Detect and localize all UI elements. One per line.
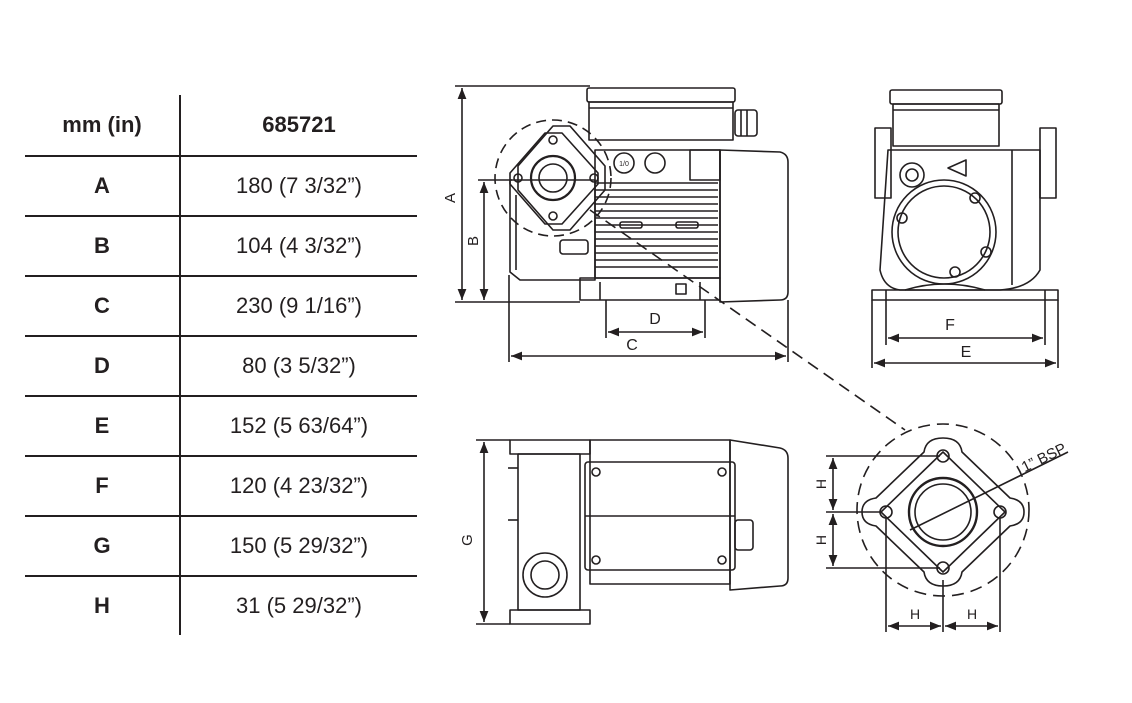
dim-label-b: B [465,236,482,246]
header-model-number: 685721 [180,95,417,157]
dimension-letter: E [25,396,181,457]
flange-detail: 1” BSP H H H H [813,423,1069,632]
dim-label-h-right: H [967,606,977,622]
dimension-letter: H [25,576,181,635]
cooling-fins [595,182,718,268]
dim-label-h-upper: H [813,479,829,489]
dimension-value: 152 (5 63/64”) [180,396,417,457]
front-view: F E [871,89,1059,368]
dim-label-a: A [442,193,459,203]
dimension-value: 31 (5 29/32”) [236,593,362,618]
dimension-value: 80 (3 5/32”) [180,336,417,397]
table-header-row: mm (in) 685721 [25,95,417,157]
dimension-value: 104 (4 3/32”) [180,216,417,277]
side-view: 1/0 A B D C [442,85,906,431]
dim-label-h-lower: H [813,535,829,545]
dimension-value: 120 (4 23/32”) [180,456,417,517]
reset-switch-icon [644,152,666,174]
dim-label-e: E [961,344,972,361]
power-switch-label: 1/0 [619,161,629,168]
dim-label-f: F [945,317,955,334]
dimension-letter: D [25,336,181,397]
thread-callout: 1” BSP [1019,440,1069,476]
dimension-letter: G [25,516,181,577]
dimension-letter: F [25,456,181,517]
table-row: H 31 (5 29/32”) [25,576,417,635]
dim-label-h-left: H [910,606,920,622]
power-switch-icon [613,152,635,174]
dimension-value: 230 (9 1/16”) [180,276,417,337]
dim-label-g: G [459,534,476,546]
dimension-value: 150 (5 29/32”) [180,516,417,577]
flange-detail-circle [494,119,612,237]
top-view: G [459,439,789,625]
header-unit-label: mm (in) [25,95,181,157]
dimension-letter: B [25,216,181,277]
dimension-letter: C [25,276,181,337]
dim-label-c: C [626,337,638,354]
dim-label-d: D [649,311,661,328]
dimension-value: 180 (7 3/32”) [180,156,417,217]
dimension-letter: A [25,156,181,217]
